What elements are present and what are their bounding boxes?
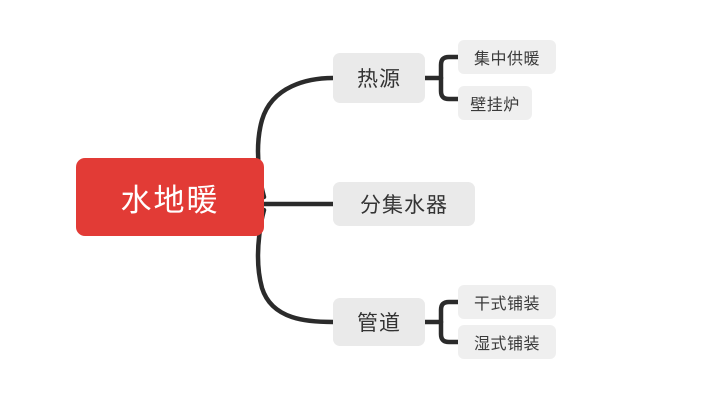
branch-node-heat-source[interactable]: 热源 — [333, 53, 425, 103]
leaf-node-wet-installation[interactable]: 湿式铺装 — [458, 325, 556, 359]
branch-node-label: 分集水器 — [360, 193, 448, 217]
root-node[interactable]: 水地暖 — [76, 158, 264, 236]
branch-node-manifold[interactable]: 分集水器 — [333, 182, 475, 226]
edge-branch-1-bracket — [438, 54, 461, 102]
leaf-node-label: 壁挂炉 — [470, 95, 520, 114]
branch-node-pipeline[interactable]: 管道 — [333, 298, 425, 346]
leaf-node-label: 集中供暖 — [473, 49, 540, 68]
leaf-node-wall-hung-boiler[interactable]: 壁挂炉 — [458, 86, 532, 120]
edge-branch-3-bracket — [438, 299, 461, 345]
root-node-label: 水地暖 — [120, 182, 220, 219]
leaf-node-label: 干式铺装 — [473, 294, 540, 313]
branch-node-label: 管道 — [357, 311, 401, 335]
edge-root-to-branch-3 — [255, 207, 336, 325]
edge-root-to-branch-1 — [255, 75, 336, 200]
leaf-node-central-heating[interactable]: 集中供暖 — [458, 40, 556, 74]
branch-node-label: 热源 — [357, 67, 401, 91]
leaf-node-dry-installation[interactable]: 干式铺装 — [458, 285, 556, 319]
leaf-node-label: 湿式铺装 — [473, 334, 540, 353]
